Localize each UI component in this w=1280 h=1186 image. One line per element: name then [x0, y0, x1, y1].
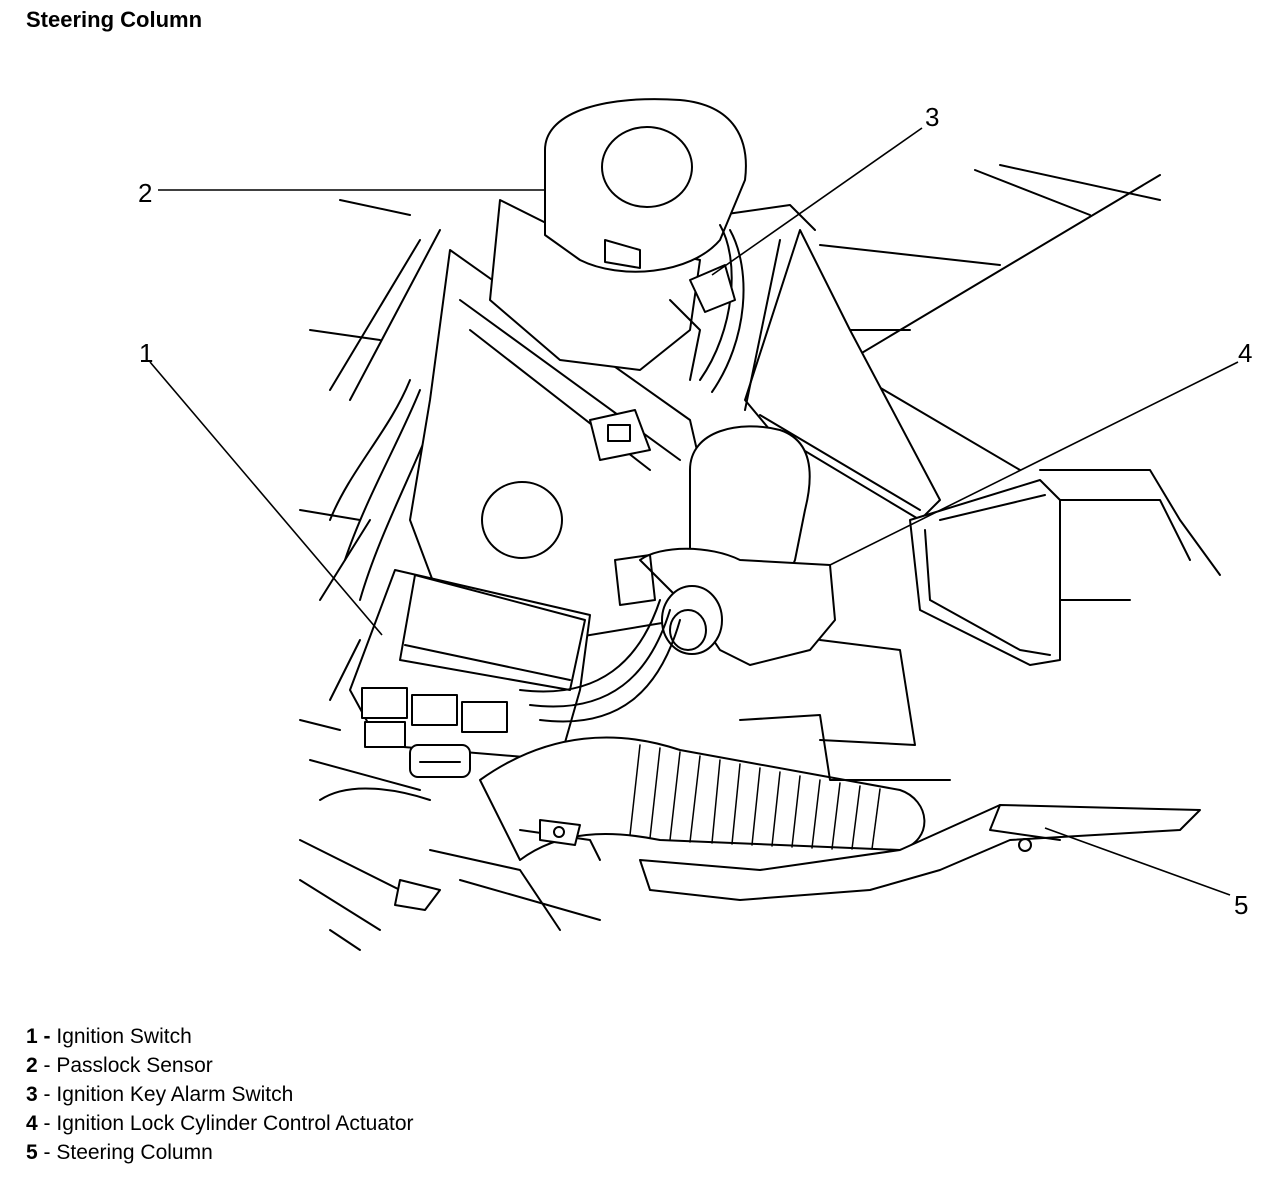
ignition-switch [349, 569, 591, 778]
legend-number: 2 [26, 1054, 38, 1077]
corrugated-conduit [479, 736, 926, 861]
steering-column-illustration: 2 3 1 4 5 [138, 98, 1252, 951]
legend-text: Ignition Switch [56, 1025, 192, 1048]
legend: 1 - Ignition Switch 2 - Passlock Sensor … [26, 1022, 414, 1167]
callout-labels: 2 3 1 4 5 [138, 102, 1252, 920]
legend-text: Ignition Key Alarm Switch [56, 1083, 294, 1106]
legend-separator: - [37, 1112, 57, 1135]
legend-separator: - [37, 1083, 57, 1106]
wire-harness [519, 599, 681, 723]
callout-4: 4 [1238, 338, 1252, 368]
callout-5: 5 [1234, 890, 1248, 920]
column-body [409, 249, 721, 641]
legend-separator: - [37, 1025, 57, 1048]
legend-item: 1 - Ignition Switch [26, 1022, 414, 1051]
legend-item: 4 - Ignition Lock Cylinder Control Actua… [26, 1109, 414, 1138]
legend-text: Passlock Sensor [56, 1054, 213, 1077]
legend-item: 2 - Passlock Sensor [26, 1051, 414, 1080]
legend-item: 5 - Steering Column [26, 1138, 414, 1167]
dash-panel-lines [819, 164, 1221, 601]
leader-line-5 [1044, 827, 1231, 896]
callout-leaders [149, 127, 1239, 896]
legend-separator: - [37, 1141, 57, 1164]
legend-text: Ignition Lock Cylinder Control Actuator [56, 1112, 414, 1135]
legend-item: 3 - Ignition Key Alarm Switch [26, 1080, 414, 1109]
right-cover-bracket [909, 479, 1061, 666]
lower-column-bracket [639, 639, 1201, 901]
legend-number: 5 [26, 1141, 38, 1164]
callout-2: 2 [138, 178, 152, 208]
key-alarm-switch [689, 264, 736, 313]
legend-text: Steering Column [56, 1141, 213, 1164]
control-actuator [614, 425, 836, 666]
legend-number: 4 [26, 1112, 38, 1135]
legend-number: 3 [26, 1083, 38, 1106]
diagram-title: Steering Column [26, 7, 203, 32]
legend-number: 1 [26, 1025, 38, 1048]
leader-line-1 [149, 361, 383, 636]
callout-3: 3 [925, 102, 939, 132]
leader-line-4 [829, 361, 1239, 566]
floor-lines [299, 759, 601, 951]
lock-cylinder-housing [489, 98, 747, 393]
legend-separator: - [37, 1054, 57, 1077]
callout-1: 1 [139, 338, 153, 368]
leader-line-3 [711, 127, 923, 276]
